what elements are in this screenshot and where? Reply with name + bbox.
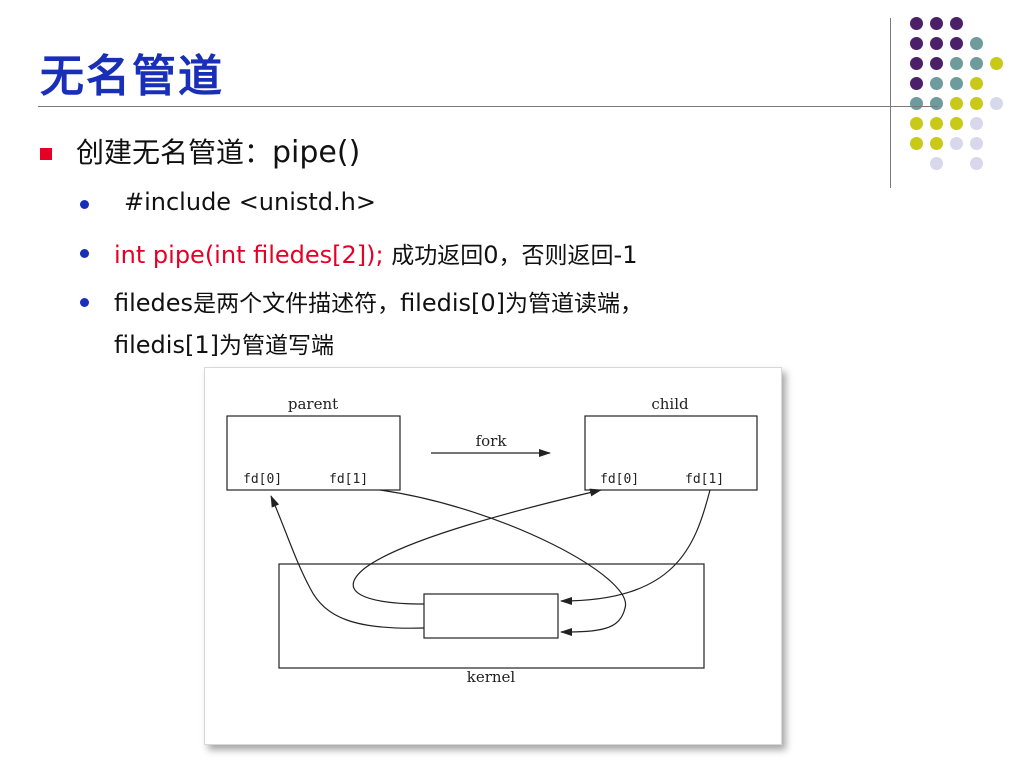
dot xyxy=(910,57,923,70)
filedis0-desc: 为管道读端， xyxy=(505,291,644,317)
dot xyxy=(930,37,943,50)
filedis0-code: filedis[0] xyxy=(400,289,506,317)
child-fd0-label: fd[0] xyxy=(600,472,639,487)
pipe-failure-value: -1 xyxy=(613,241,638,269)
dot xyxy=(950,37,963,50)
dot xyxy=(950,97,963,110)
bullet-l1-code: pipe() xyxy=(272,135,361,170)
pipe-failure-text: ，否则返回 xyxy=(498,243,614,269)
dot xyxy=(970,97,983,110)
dot xyxy=(910,97,923,110)
parent-write-arrow xyxy=(379,489,626,636)
child-write-arrow xyxy=(560,489,711,605)
pipe-success-value: 0 xyxy=(483,241,499,269)
bullet-filedes-line1: filedes是两个文件描述符，filedis[0]为管道读端， xyxy=(114,284,643,318)
dot xyxy=(950,117,963,130)
dot xyxy=(990,57,1003,70)
dot xyxy=(910,17,923,30)
dot xyxy=(930,77,943,90)
filedes-desc: 是两个文件描述符， xyxy=(193,291,401,317)
fork-label: fork xyxy=(476,432,508,450)
pipe-diagram: parent child fork pipe kernel fd[0] fd[1… xyxy=(226,395,758,686)
filedis1-code: filedis[1] xyxy=(114,331,219,359)
dot xyxy=(970,117,983,130)
bullet-dot-icon xyxy=(80,249,89,258)
pipe-signature-code: int pipe(int filedes[2]); xyxy=(114,241,384,269)
pipe-box xyxy=(423,593,559,639)
kernel-label: kernel xyxy=(467,668,516,686)
filedes-code: filedes xyxy=(114,289,194,317)
title-divider xyxy=(38,106,938,107)
pipe-to-child-arrow xyxy=(352,488,602,605)
dot xyxy=(910,137,923,150)
dot xyxy=(930,117,943,130)
dot xyxy=(910,37,923,50)
bullet-square-icon xyxy=(40,148,52,160)
filedis1-desc: 为管道写端 xyxy=(218,333,334,359)
dot xyxy=(910,117,923,130)
dot xyxy=(930,137,943,150)
parent-fd0-label: fd[0] xyxy=(243,472,282,487)
dot xyxy=(930,97,943,110)
dot xyxy=(930,157,943,170)
dot xyxy=(930,57,943,70)
pipe-to-parent-arrow xyxy=(270,495,425,629)
dot xyxy=(930,17,943,30)
include-text: #include <unistd.h> xyxy=(124,188,376,216)
child-label: child xyxy=(651,395,689,413)
parent-process-box xyxy=(226,415,401,491)
dot xyxy=(970,157,983,170)
bullet-dot-icon xyxy=(80,200,89,209)
dot xyxy=(970,137,983,150)
bullet-include: #include <unistd.h> xyxy=(124,188,376,216)
slide-title: 无名管道 xyxy=(40,51,224,102)
kernel-box xyxy=(278,563,705,669)
dot xyxy=(950,17,963,30)
parent-label: parent xyxy=(288,395,338,413)
dot xyxy=(970,77,983,90)
child-process-box xyxy=(584,415,758,491)
bullet-l1-label: 创建无名管道： xyxy=(76,136,273,169)
pipe-diagram-figure: parent child fork pipe kernel fd[0] fd[1… xyxy=(204,367,782,745)
bullet-dot-icon xyxy=(80,298,89,307)
bullet-pipe-signature: int pipe(int filedes[2]); 成功返回0，否则返回-1 xyxy=(114,236,637,270)
dot xyxy=(950,137,963,150)
dot xyxy=(950,57,963,70)
dot xyxy=(970,57,983,70)
bullet-l1-text: 创建无名管道：pipe() xyxy=(76,131,360,171)
dot xyxy=(970,37,983,50)
dot xyxy=(950,77,963,90)
dot xyxy=(910,77,923,90)
child-fd1-label: fd[1] xyxy=(685,472,724,487)
parent-fd1-label: fd[1] xyxy=(329,472,368,487)
pipe-success-text: 成功返回 xyxy=(391,243,484,269)
vertical-divider xyxy=(890,18,891,188)
dot xyxy=(990,97,1003,110)
bullet-filedes-line2: filedis[1]为管道写端 xyxy=(114,326,334,360)
